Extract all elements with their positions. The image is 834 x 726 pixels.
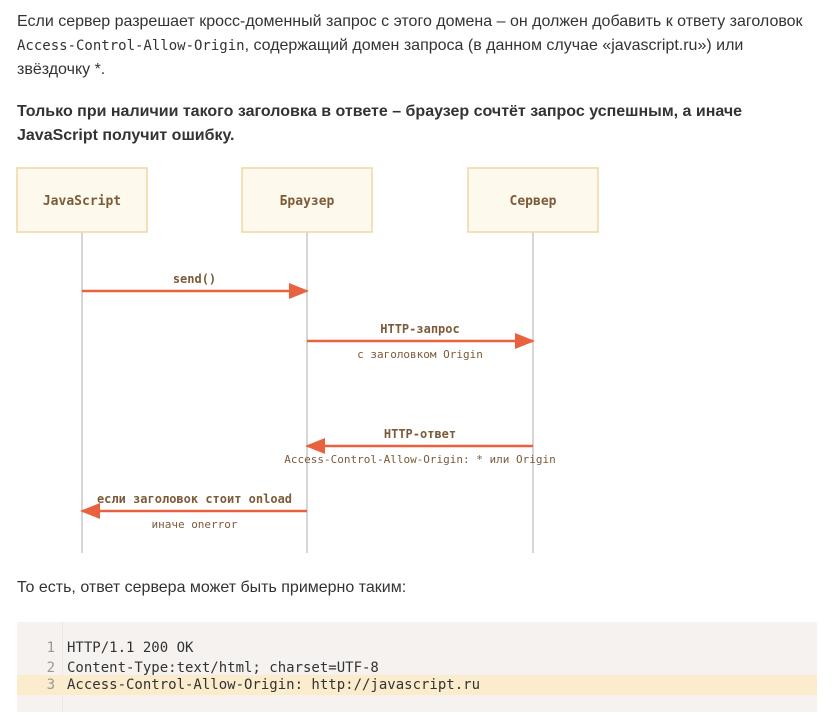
actor-box-js [16, 167, 148, 233]
message-label-2: HTTP-запрос [380, 322, 459, 336]
message-sublabel-2: с заголовком Origin [357, 348, 483, 361]
actor-label-browser: Браузер [280, 194, 335, 209]
line-number: 1 [46, 640, 55, 656]
code-line-3: 3 Access-Control-Allow-Origin: http://ja… [17, 675, 817, 695]
inline-code-header: Access-Control-Allow-Origin [17, 38, 245, 54]
code-text: HTTP/1.1 200 OK [67, 640, 194, 656]
message-sublabel-4: иначе onerror [151, 518, 237, 531]
intro-text-before: Если сервер разрешает кросс-доменный зап… [17, 13, 803, 30]
line-number: 2 [46, 660, 55, 676]
http-response-code-block: 1 HTTP/1.1 200 OK 2 Content-Type:text/ht… [17, 622, 817, 712]
response-intro-paragraph: То есть, ответ сервера может быть пример… [17, 579, 407, 596]
actor-box-browser [241, 167, 373, 233]
intro-text-after: , содержащий домен запроса (в данном слу… [17, 37, 744, 78]
code-text: Content-Type:text/html; charset=UTF-8 [67, 660, 379, 676]
actor-label-js: JavaScript [43, 194, 121, 209]
intro-paragraph: Если сервер разрешает кросс-доменный зап… [17, 10, 817, 82]
code-line-2: 2 Content-Type:text/html; charset=UTF-8 [17, 658, 817, 678]
actor-label-server: Сервер [510, 194, 557, 209]
message-label-3: HTTP-ответ [384, 427, 456, 441]
line-number: 3 [46, 677, 55, 693]
actor-box-server [467, 167, 599, 233]
message-label-4: если заголовок стоит onload [97, 492, 292, 506]
message-label-1: send() [173, 272, 216, 286]
bold-note-paragraph: Только при наличии такого заголовка в от… [17, 103, 743, 144]
cors-sequence-diagram: JavaScript Браузер Сервер send() HTTP-запро… [16, 167, 599, 553]
message-sublabel-3: Access-Control-Allow-Origin: * или Origi… [284, 453, 556, 466]
line-number-gutter [17, 622, 63, 712]
code-text: Access-Control-Allow-Origin: http://java… [67, 677, 481, 693]
code-line-1: 1 HTTP/1.1 200 OK [17, 638, 817, 658]
